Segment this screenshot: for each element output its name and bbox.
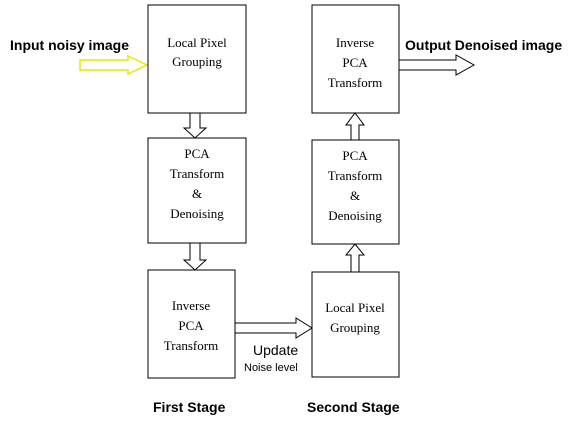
- first-stage-label: First Stage: [153, 399, 226, 415]
- box-text-line: Transform: [328, 75, 382, 90]
- second-stage-box-inverse-pca: Inverse PCA Transform: [311, 4, 400, 114]
- box-text-line: Denoising: [328, 208, 382, 223]
- first-stage-box-local-pixel-grouping: Local Pixel Grouping: [147, 4, 247, 114]
- box-text-line: Grouping: [330, 320, 380, 335]
- box-text-line: Inverse: [336, 35, 374, 50]
- box-text-line: Inverse: [172, 298, 210, 313]
- update-label: Update: [253, 342, 298, 358]
- box-text-line: Local Pixel: [325, 300, 385, 315]
- input-arrow: [79, 54, 149, 76]
- box-text-line: Grouping: [172, 54, 222, 69]
- second-stage-box-local-pixel-grouping: Local Pixel Grouping: [311, 271, 400, 378]
- box-text-line: &: [192, 186, 202, 201]
- box-text-line: PCA: [342, 148, 368, 163]
- box-text-line: Transform: [164, 338, 218, 353]
- box-text-line: PCA: [342, 55, 368, 70]
- box-text-line: PCA: [178, 318, 204, 333]
- first-stage-box-pca-denoising: PCA Transform & Denoising: [147, 137, 247, 244]
- box-text-line: Transform: [328, 168, 382, 183]
- input-label: Input noisy image: [10, 37, 129, 53]
- box-text-line: Transform: [170, 166, 224, 181]
- box-text-line: &: [350, 188, 360, 203]
- output-label: Output Denoised image: [405, 37, 562, 53]
- update-arrow: [234, 317, 313, 339]
- box-text-line: Denoising: [170, 206, 224, 221]
- up-arrow: [345, 112, 365, 141]
- output-arrow: [398, 54, 476, 76]
- second-stage-box-pca-denoising: PCA Transform & Denoising: [311, 139, 400, 245]
- down-arrow: [182, 242, 208, 271]
- second-stage-label: Second Stage: [307, 399, 400, 415]
- up-arrow: [344, 243, 366, 273]
- box-text-line: PCA: [184, 146, 210, 161]
- noise-level-label: Noise level: [244, 362, 298, 374]
- box-text-line: Local Pixel: [167, 35, 227, 50]
- first-stage-box-inverse-pca: Inverse PCA Transform: [147, 269, 236, 379]
- down-arrow: [182, 112, 208, 139]
